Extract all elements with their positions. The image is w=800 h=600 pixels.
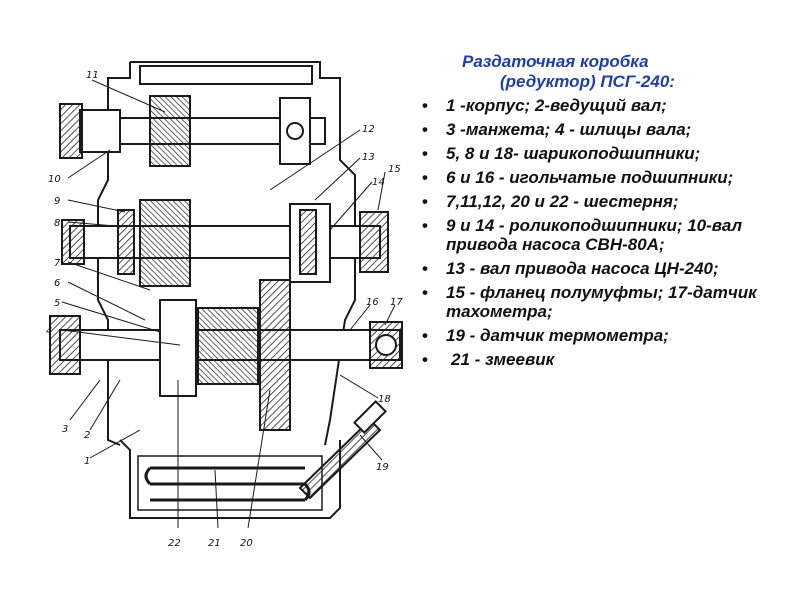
leader-lines xyxy=(61,79,396,529)
gearbox-section-drawing: 11 12 13 14 15 10 9 8 7 6 5 4 3 2 1 16 1… xyxy=(46,61,403,549)
callout-3: 3 xyxy=(62,424,68,435)
legend-item: 5, 8 и 18- шарикоподшипники; xyxy=(418,144,790,163)
callout-2: 2 xyxy=(84,430,90,441)
legend-item: 7,11,12, 20 и 22 - шестерня; xyxy=(418,192,790,211)
callout-19: 19 xyxy=(376,462,389,473)
legend-list: 1 -корпус; 2-ведущий вал; 3 -манжета; 4 … xyxy=(418,96,790,369)
callout-9: 9 xyxy=(54,196,60,207)
legend-item: 13 - вал привода насоса ЦН-240; xyxy=(418,259,790,278)
callout-18: 18 xyxy=(378,394,391,405)
gearbox-drawing-svg: 11 12 13 14 15 10 9 8 7 6 5 4 3 2 1 16 1… xyxy=(46,61,403,549)
legend-title: Раздаточная коробка (редуктор) ПСГ-240: xyxy=(462,52,790,92)
legend-item: 9 и 14 - роликоподшипники; 10-вал привод… xyxy=(418,216,790,254)
drive-shaft-upper xyxy=(59,95,326,167)
callout-1: 1 xyxy=(84,456,90,467)
legend-item: 3 -манжета; 4 - шлицы вала; xyxy=(418,120,790,139)
thermometer-sensor xyxy=(298,400,387,500)
legend-item: 15 - фланец полумуфты; 17-датчик тахомет… xyxy=(418,283,790,321)
title-line-2: (редуктор) ПСГ-240: xyxy=(500,72,675,91)
callout-6: 6 xyxy=(54,278,60,289)
callout-22: 22 xyxy=(168,538,181,549)
callout-13: 13 xyxy=(362,152,375,163)
callout-11: 11 xyxy=(86,70,99,81)
legend-item: 19 - датчик термометра; xyxy=(418,326,790,345)
callout-16: 16 xyxy=(366,297,379,308)
callout-14: 14 xyxy=(372,177,385,188)
housing-outline xyxy=(97,61,356,519)
lower-shaft xyxy=(49,279,403,431)
callout-5: 5 xyxy=(54,298,60,309)
callout-labels: 11 12 13 14 15 10 9 8 7 6 5 4 3 2 1 16 1… xyxy=(46,70,403,549)
legend-item: 21 - змеевик xyxy=(418,350,790,369)
callout-20: 20 xyxy=(240,538,253,549)
middle-shaft xyxy=(61,199,389,287)
callout-17: 17 xyxy=(390,297,403,308)
legend-item: 1 -корпус; 2-ведущий вал; xyxy=(418,96,790,115)
title-line-1: Раздаточная коробка xyxy=(462,52,649,71)
callout-21: 21 xyxy=(208,538,221,549)
callout-12: 12 xyxy=(362,124,375,135)
callout-10: 10 xyxy=(48,174,61,185)
callout-4: 4 xyxy=(46,326,52,337)
legend-panel: Раздаточная коробка (редуктор) ПСГ-240: … xyxy=(418,52,790,374)
callout-15: 15 xyxy=(388,164,401,175)
callout-7: 7 xyxy=(54,258,61,269)
legend-item: 6 и 16 - игольчатые подшипники; xyxy=(418,168,790,187)
callout-8: 8 xyxy=(54,218,60,229)
